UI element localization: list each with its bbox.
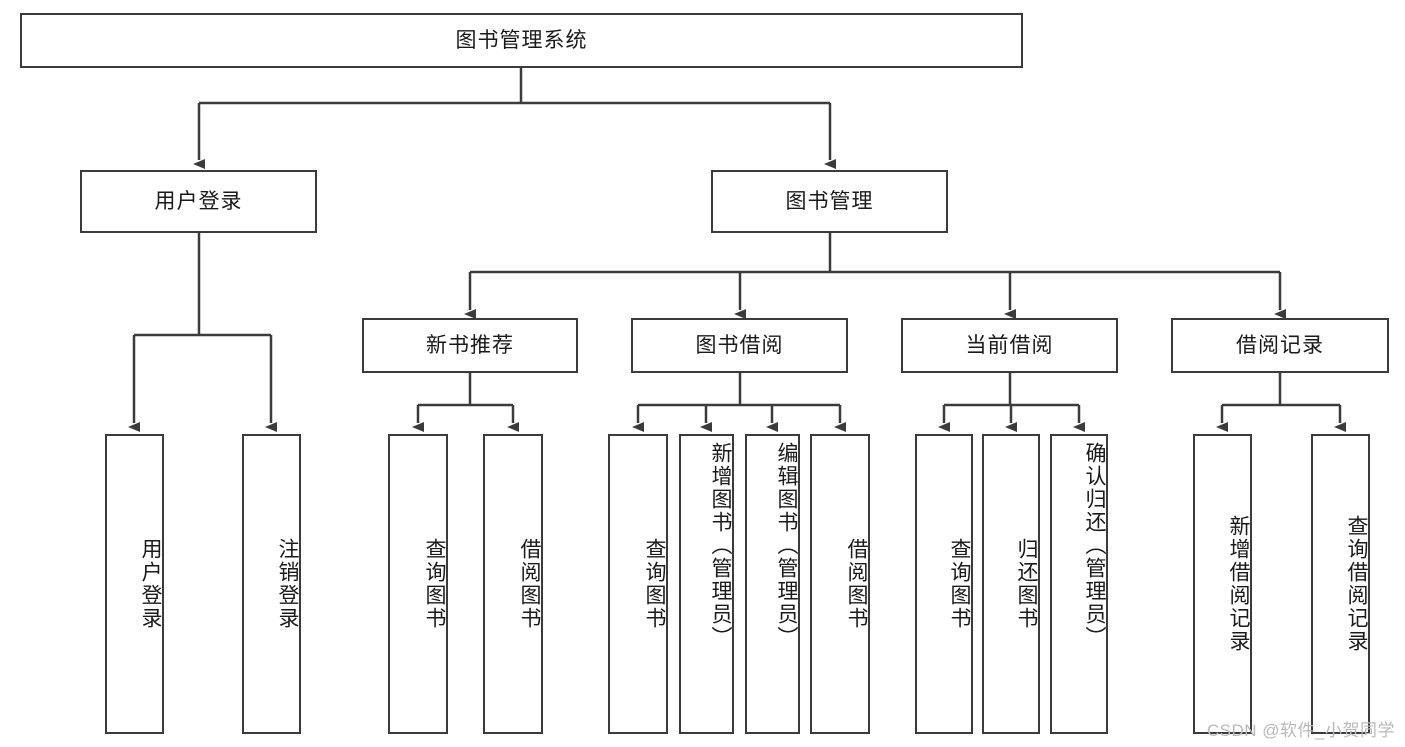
leaf-new-books-query[interactable]: 查询图书 — [388, 434, 448, 734]
leaf-label: 借阅图书 — [845, 538, 868, 630]
leaf-current-borrow-confirm-return[interactable]: 确认归还（管理员） — [1050, 434, 1108, 734]
leaf-new-books-borrow[interactable]: 借阅图书 — [483, 434, 543, 734]
leaf-book-borrow-add[interactable]: 新增图书（管理员） — [679, 434, 734, 734]
leaf-label: 用户登录 — [139, 538, 162, 630]
node-book-management[interactable]: 图书管理 — [711, 170, 948, 233]
leaf-label: 新增图书（管理员） — [709, 442, 732, 649]
node-user-login[interactable]: 用户登录 — [80, 170, 317, 233]
leaf-book-borrow-edit[interactable]: 编辑图书（管理员） — [745, 434, 800, 734]
node-borrow-record[interactable]: 借阅记录 — [1171, 318, 1389, 373]
node-book-borrow[interactable]: 图书借阅 — [631, 318, 848, 373]
node-current-borrow[interactable]: 当前借阅 — [901, 318, 1118, 373]
leaf-current-borrow-return[interactable]: 归还图书 — [982, 434, 1040, 734]
node-new-book-recommend[interactable]: 新书推荐 — [362, 318, 578, 373]
leaf-label: 借阅图书 — [518, 538, 541, 630]
leaf-label: 归还图书 — [1015, 538, 1038, 630]
leaf-book-borrow-query[interactable]: 查询图书 — [608, 434, 668, 734]
leaf-borrow-record-add[interactable]: 新增借阅记录 — [1193, 434, 1252, 734]
leaf-borrow-record-query[interactable]: 查询借阅记录 — [1311, 434, 1370, 734]
leaf-label: 查询借阅记录 — [1345, 515, 1368, 653]
leaf-label: 查询图书 — [948, 538, 971, 630]
node-root-system[interactable]: 图书管理系统 — [20, 13, 1023, 68]
leaf-label: 确认归还（管理员） — [1083, 442, 1106, 649]
leaf-label: 新增借阅记录 — [1227, 515, 1250, 653]
leaf-label: 查询图书 — [643, 538, 666, 630]
leaf-book-borrow-borrow[interactable]: 借阅图书 — [810, 434, 870, 734]
leaf-user-login-logout[interactable]: 注销登录 — [242, 434, 301, 734]
leaf-user-login-login[interactable]: 用户登录 — [105, 434, 164, 734]
leaf-label: 查询图书 — [423, 538, 446, 630]
leaf-label: 注销登录 — [276, 538, 299, 630]
leaf-current-borrow-query[interactable]: 查询图书 — [915, 434, 973, 734]
leaf-label: 编辑图书（管理员） — [775, 442, 798, 649]
